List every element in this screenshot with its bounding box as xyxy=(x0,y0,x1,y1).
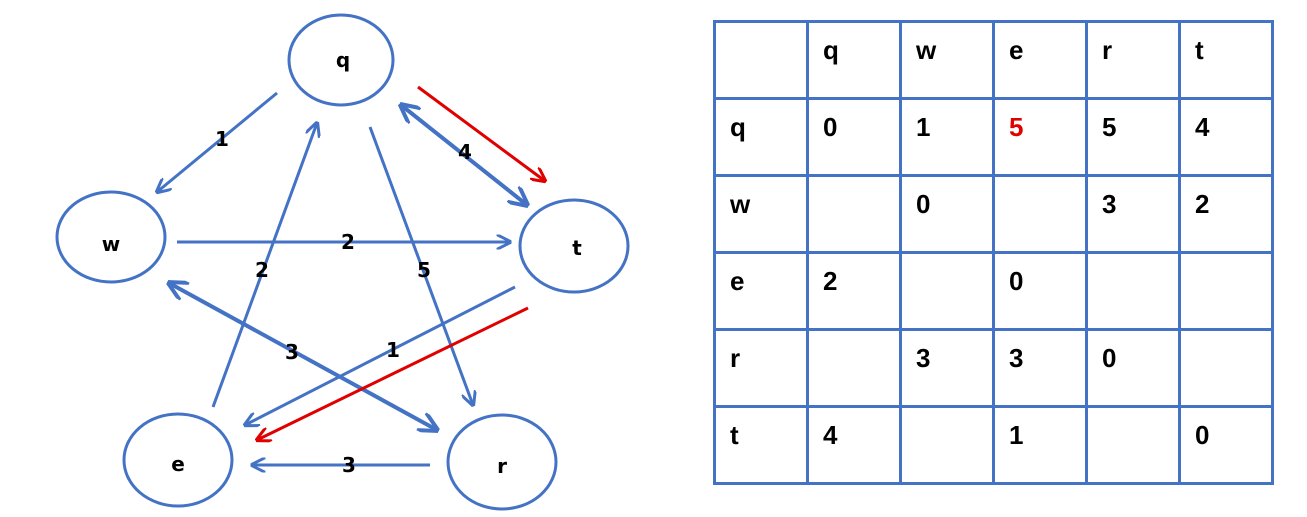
edge-r-w xyxy=(169,283,437,430)
matrix-cell-r-w: 3 xyxy=(899,328,995,408)
matrix-cell-t-t: 0 xyxy=(1178,405,1274,485)
matrix-cell-w-w: 0 xyxy=(899,174,995,254)
matrix-cell-e-t xyxy=(1178,251,1274,331)
matrix-row-header-r: r xyxy=(713,328,809,408)
edge-weight-q-t: 4 xyxy=(458,140,472,164)
matrix-row-header-w: w xyxy=(713,174,809,254)
matrix-col-header-q: q xyxy=(806,20,902,100)
graph-diagram: q w t e r 1 4 2 2 5 3 1 3 xyxy=(55,13,630,511)
highlight-path-t-e xyxy=(257,306,529,440)
edge-weight-q-w: 1 xyxy=(215,127,229,151)
matrix-row-header-t: t xyxy=(713,405,809,485)
matrix-corner-cell xyxy=(713,20,809,100)
matrix-cell-r-r: 0 xyxy=(1085,328,1181,408)
matrix-row-q: q 0 1 5 5 4 xyxy=(713,97,1274,177)
edge-t-e xyxy=(245,285,516,425)
edge-q-r xyxy=(368,126,473,405)
matrix-cell-q-e-highlighted: 5 xyxy=(992,97,1088,177)
edge-weight-w-t: 2 xyxy=(341,230,355,254)
matrix-cell-t-q: 4 xyxy=(806,405,902,485)
edge-weight-e-q: 2 xyxy=(255,258,269,282)
matrix-cell-e-e: 0 xyxy=(992,251,1088,331)
matrix-row-e: e 2 0 xyxy=(713,251,1274,331)
distance-matrix: q w e r t q 0 1 5 5 4 w 0 3 2 e 2 0 r 3 … xyxy=(713,20,1274,485)
edge-weight-q-r: 5 xyxy=(417,258,431,282)
node-e: e xyxy=(122,412,234,508)
matrix-col-header-e: e xyxy=(992,20,1088,100)
matrix-col-header-w: w xyxy=(899,20,995,100)
matrix-row-r: r 3 3 0 xyxy=(713,328,1274,408)
matrix-cell-r-t xyxy=(1178,328,1274,408)
matrix-row-header-e: e xyxy=(713,251,809,331)
matrix-cell-t-r xyxy=(1085,405,1181,485)
matrix-cell-w-e xyxy=(992,174,1088,254)
matrix-header-row: q w e r t xyxy=(713,20,1274,100)
highlight-path-q-t xyxy=(417,85,545,181)
matrix-cell-w-q xyxy=(806,174,902,254)
matrix-cell-q-q: 0 xyxy=(806,97,902,177)
matrix-row-header-q: q xyxy=(713,97,809,177)
matrix-col-header-r: r xyxy=(1085,20,1181,100)
node-q: q xyxy=(287,13,395,107)
matrix-cell-q-t: 4 xyxy=(1178,97,1274,177)
edge-weight-r-w: 3 xyxy=(285,340,299,364)
matrix-cell-w-r: 3 xyxy=(1085,174,1181,254)
edge-q-w xyxy=(157,91,278,192)
matrix-cell-t-e: 1 xyxy=(992,405,1088,485)
edge-weight-t-e: 1 xyxy=(386,338,400,362)
matrix-cell-e-r xyxy=(1085,251,1181,331)
node-w: w xyxy=(55,190,167,284)
matrix-row-t: t 4 1 0 xyxy=(713,405,1274,485)
matrix-cell-e-q: 2 xyxy=(806,251,902,331)
edge-q-t xyxy=(401,105,527,205)
node-label-r: r xyxy=(497,454,507,478)
matrix-cell-t-w xyxy=(899,405,995,485)
matrix-cell-r-q xyxy=(806,328,902,408)
matrix-cell-e-w xyxy=(899,251,995,331)
node-label-w: w xyxy=(102,232,120,256)
node-r: r xyxy=(446,413,558,511)
node-label-t: t xyxy=(572,236,582,260)
node-label-q: q xyxy=(336,48,350,72)
matrix-row-w: w 0 3 2 xyxy=(713,174,1274,254)
matrix-cell-w-t: 2 xyxy=(1178,174,1274,254)
node-t: t xyxy=(518,198,630,294)
matrix-cell-q-r: 5 xyxy=(1085,97,1181,177)
matrix-cell-r-e: 3 xyxy=(992,328,1088,408)
node-label-e: e xyxy=(171,452,185,476)
matrix-cell-q-w: 1 xyxy=(899,97,995,177)
matrix-col-header-t: t xyxy=(1178,20,1274,100)
edge-weight-r-e: 3 xyxy=(342,453,356,477)
